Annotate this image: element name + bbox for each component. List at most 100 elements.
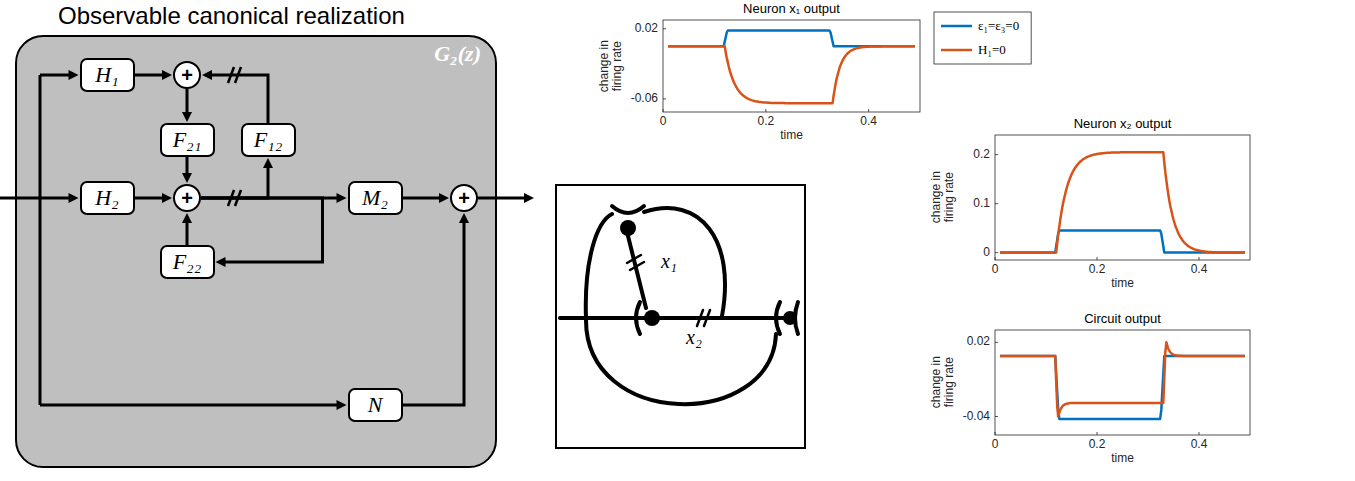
system-fill bbox=[16, 36, 496, 467]
data-curve bbox=[1000, 342, 1245, 416]
plot-axes bbox=[663, 20, 920, 112]
tick-label: 0.4 bbox=[1191, 263, 1208, 277]
axon-line bbox=[560, 316, 792, 320]
bypass-branch bbox=[586, 318, 776, 404]
tick-label: 0.4 bbox=[860, 115, 877, 129]
transfer-block: H₂ bbox=[80, 181, 135, 215]
block-label: F₂₂ bbox=[173, 251, 202, 273]
plot-title: Circuit output bbox=[1084, 312, 1161, 327]
legend-text: H₁=0 bbox=[978, 43, 1006, 57]
signal-connector bbox=[403, 197, 445, 200]
tick-mark bbox=[765, 109, 766, 112]
summing-junction: + bbox=[450, 184, 478, 212]
plot-axes bbox=[995, 135, 1250, 260]
input-wire bbox=[0, 197, 74, 200]
signal-connector bbox=[186, 157, 189, 178]
delay-mark bbox=[228, 190, 234, 206]
axis-label: time bbox=[780, 129, 803, 143]
synapse-cup bbox=[612, 206, 644, 213]
transfer-block: M₂ bbox=[348, 181, 403, 215]
tick-mark bbox=[995, 154, 998, 155]
tick-label: 0 bbox=[992, 263, 999, 277]
output-wire bbox=[478, 197, 529, 200]
block-label: + bbox=[181, 65, 193, 85]
tick-label: 0.2 bbox=[1089, 438, 1106, 452]
transfer-block: F₁₂ bbox=[241, 123, 296, 157]
delay-mark bbox=[235, 67, 241, 83]
tick-label: 0.4 bbox=[1191, 438, 1208, 452]
transfer-block: F₂₂ bbox=[160, 245, 215, 279]
axon-x1 bbox=[628, 236, 646, 308]
system-block: G₂(z) H₁ + F₂₁ F₁₂ H₂ + M₂ F₂₂ N + bbox=[15, 35, 497, 468]
tick-label: 0.2 bbox=[1089, 263, 1106, 277]
legend-box bbox=[934, 12, 1031, 64]
axis-label: change in firing rate bbox=[930, 343, 956, 423]
legend-text: ε₁=ε₃=0 bbox=[978, 19, 1019, 33]
tick-label: 0.2 bbox=[757, 115, 774, 129]
signal-connector bbox=[135, 74, 168, 77]
data-curve bbox=[668, 31, 915, 47]
signal-connector bbox=[201, 198, 323, 262]
tick-mark bbox=[995, 252, 998, 253]
axis-label: change in firing rate bbox=[930, 158, 956, 238]
block-label: F₂₁ bbox=[173, 129, 202, 151]
block-label: H₂ bbox=[95, 187, 119, 209]
legend-swatch bbox=[941, 25, 972, 28]
block-label: + bbox=[181, 188, 193, 208]
tick-mark bbox=[995, 342, 998, 343]
synapse-cup bbox=[636, 302, 640, 334]
data-curve bbox=[1000, 152, 1245, 252]
signal-connector bbox=[186, 89, 189, 117]
tick-label: 0 bbox=[983, 246, 990, 260]
signal-connector bbox=[207, 75, 268, 123]
axis-label: time bbox=[1111, 452, 1134, 466]
input-wire bbox=[40, 404, 342, 407]
data-curve bbox=[1000, 231, 1245, 253]
plot-axes bbox=[995, 330, 1250, 435]
tick-label: -0.04 bbox=[963, 410, 990, 424]
signal-connector bbox=[201, 163, 268, 198]
tick-mark bbox=[995, 432, 996, 435]
signal-connector bbox=[135, 197, 168, 200]
tick-label: 0.02 bbox=[967, 335, 990, 349]
transfer-block: H₁ bbox=[80, 58, 135, 92]
block-name: G₂(z) bbox=[434, 41, 481, 67]
data-curve bbox=[1000, 356, 1245, 419]
plot-title: Neuron x₁ output bbox=[743, 2, 840, 17]
transfer-block: F₂₁ bbox=[160, 123, 215, 157]
synapse-cup bbox=[795, 302, 798, 334]
synapse-cup bbox=[776, 302, 780, 334]
tick-label: 0 bbox=[660, 115, 667, 129]
signal-connector bbox=[186, 218, 189, 245]
block-label: M₂ bbox=[362, 187, 388, 209]
block-label: F₁₂ bbox=[254, 129, 283, 151]
plot-title: Neuron x₂ output bbox=[1074, 117, 1172, 132]
tick-label: 0 bbox=[992, 438, 999, 452]
block-label: H₁ bbox=[95, 64, 119, 86]
feedback-branch bbox=[644, 208, 725, 316]
tick-mark bbox=[868, 109, 869, 112]
tick-mark bbox=[995, 203, 998, 204]
tick-mark bbox=[995, 257, 996, 260]
axis-label: change in firing rate bbox=[598, 26, 624, 106]
tick-mark bbox=[663, 28, 666, 29]
input-branch bbox=[586, 214, 612, 318]
delay-mark bbox=[235, 190, 241, 206]
tick-label: 0.2 bbox=[973, 148, 990, 162]
data-curve bbox=[668, 46, 915, 103]
tick-label: 0.1 bbox=[973, 197, 990, 211]
plot-group bbox=[663, 12, 1250, 435]
block-label: N bbox=[368, 394, 383, 416]
legend-swatch bbox=[941, 49, 972, 52]
input-wire bbox=[40, 74, 74, 77]
delay-mark bbox=[697, 310, 710, 326]
neuron-label: x₂ bbox=[686, 326, 702, 349]
block-label: + bbox=[458, 188, 470, 208]
summing-junction: + bbox=[173, 184, 201, 212]
tick-label: 0.02 bbox=[635, 22, 658, 36]
soma-x2 bbox=[644, 310, 660, 326]
transfer-block: N bbox=[348, 388, 403, 422]
